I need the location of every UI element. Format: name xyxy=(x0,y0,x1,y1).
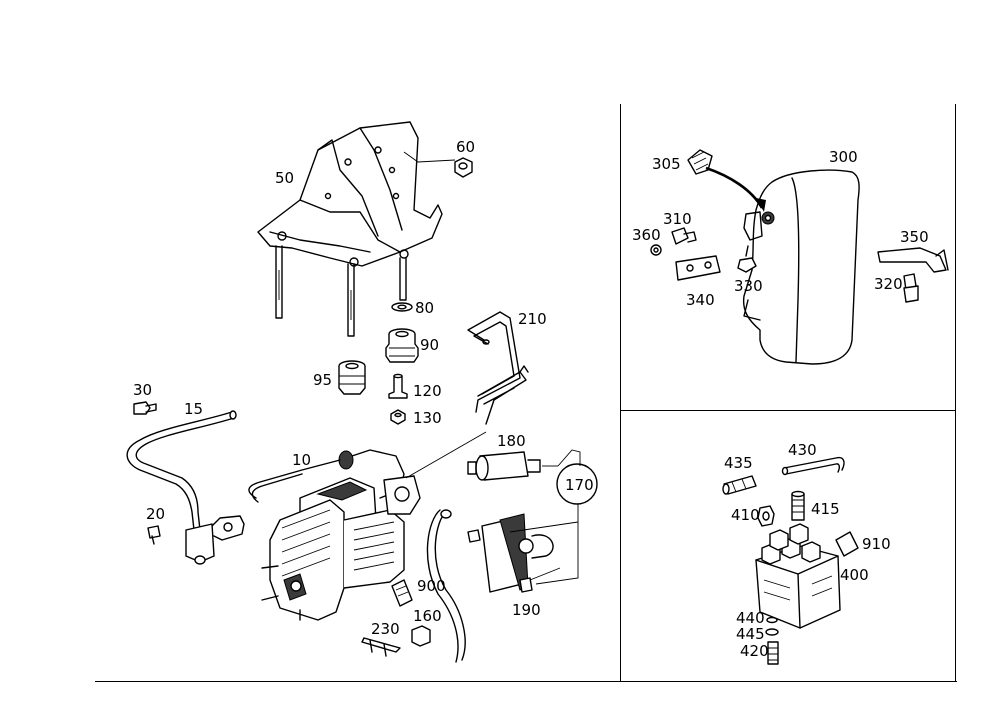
nut-130 xyxy=(390,409,406,425)
label-320: 320 xyxy=(874,275,903,293)
bushing-95 xyxy=(338,360,366,395)
reservoir-300 xyxy=(742,169,860,365)
washer-80 xyxy=(391,302,413,312)
connector-435 xyxy=(722,475,757,495)
label-190: 190 xyxy=(512,601,541,619)
bracket-350 xyxy=(877,247,949,273)
bolt-320 xyxy=(903,273,919,303)
bracket-340 xyxy=(675,255,721,281)
label-430: 430 xyxy=(788,441,817,459)
label-910 xyxy=(835,531,859,557)
label-400: 400 xyxy=(840,566,869,584)
label-160: 160 xyxy=(413,607,442,625)
clip-160 xyxy=(411,625,431,647)
compressor-10 xyxy=(248,431,487,621)
bracket-50 xyxy=(257,121,443,337)
callout-170 xyxy=(509,449,598,585)
label-95: 95 xyxy=(313,371,333,389)
label-10: 10 xyxy=(292,451,312,469)
bracket-210 xyxy=(467,311,529,425)
label-180: 180 xyxy=(497,432,526,450)
label-445: 445 xyxy=(736,625,765,643)
label-300: 300 xyxy=(829,148,858,166)
label-360: 360 xyxy=(632,226,661,244)
valve-block-190 xyxy=(426,509,561,663)
label-900 xyxy=(391,579,413,607)
pipe-430 xyxy=(781,456,845,476)
label-410: 410 xyxy=(731,506,760,524)
label-80: 80 xyxy=(415,299,435,317)
label-170: 170 xyxy=(565,476,594,494)
label-20: 20 xyxy=(146,505,166,523)
label-415: 415 xyxy=(811,500,840,518)
label-310: 310 xyxy=(663,210,692,228)
label-130: 130 xyxy=(413,409,442,427)
label-330: 330 xyxy=(734,277,763,295)
divider-horizontal xyxy=(621,410,956,412)
label-350: 350 xyxy=(900,228,929,246)
label-210: 210 xyxy=(518,310,547,328)
part-330 xyxy=(737,245,757,273)
filter-180 xyxy=(467,451,558,481)
label-230: 230 xyxy=(371,620,400,638)
label-50: 50 xyxy=(275,169,295,187)
part-360 xyxy=(650,244,662,256)
label-305: 305 xyxy=(652,155,681,173)
label-440: 440 xyxy=(736,609,765,627)
valve-unit-400 xyxy=(755,523,841,629)
label-60: 60 xyxy=(456,138,476,156)
cover-230 xyxy=(361,637,401,657)
label-90: 90 xyxy=(420,336,440,354)
pipe-15 xyxy=(126,410,237,531)
bushing-90 xyxy=(385,328,419,363)
valve-305 xyxy=(687,149,766,212)
divider-vertical xyxy=(620,104,622,682)
label-15: 15 xyxy=(184,400,204,418)
parts-440-445-420 xyxy=(765,616,779,665)
fitting-20 xyxy=(147,515,245,565)
bottom-border xyxy=(95,681,957,683)
bolt-30 xyxy=(133,401,157,415)
part-310 xyxy=(671,227,697,245)
label-30: 30 xyxy=(133,381,153,399)
label-120: 120 xyxy=(413,382,442,400)
label-340: 340 xyxy=(686,291,715,309)
label-900: 900 xyxy=(417,577,446,595)
label-420: 420 xyxy=(740,642,769,660)
fitting-410 xyxy=(757,505,775,527)
nut-60 xyxy=(403,151,473,178)
sleeve-120 xyxy=(388,373,408,399)
label-435: 435 xyxy=(724,454,753,472)
label-910: 910 xyxy=(862,535,891,553)
right-border xyxy=(955,104,957,682)
fitting-415 xyxy=(791,490,805,521)
